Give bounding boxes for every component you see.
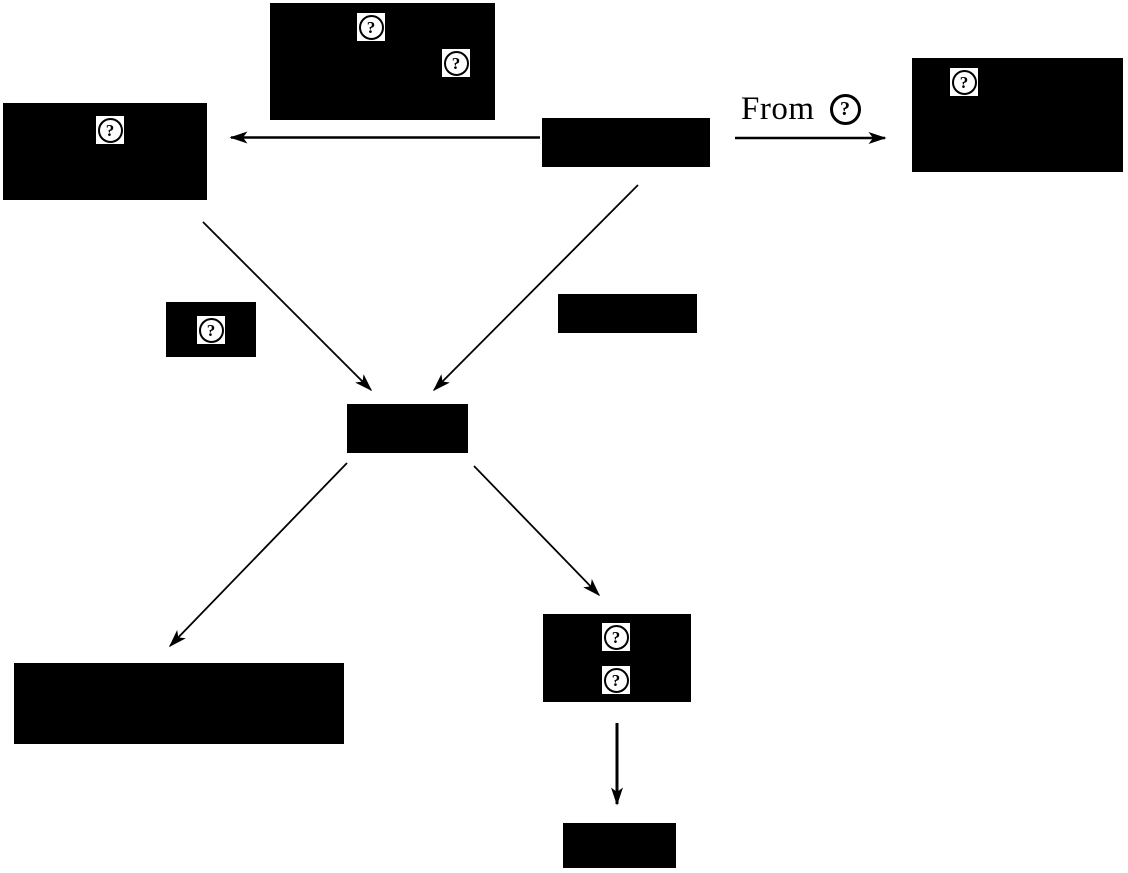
node-source-redacted <box>542 118 710 167</box>
node-hub-redacted <box>347 404 468 453</box>
question-glyph: ? <box>198 317 224 343</box>
arrow-hub-to-bottom-left-box <box>168 462 348 648</box>
unknown-char-icon: ? <box>357 13 385 41</box>
unknown-char-icon: ? <box>197 316 225 344</box>
arrow-hub-to-bottom-center-box <box>473 465 601 597</box>
edge-label-from: From ? <box>741 93 861 126</box>
node-bottom-left-redacted <box>14 663 344 744</box>
unknown-char-icon: ? <box>602 623 630 651</box>
question-glyph: ? <box>951 69 977 95</box>
unknown-char-icon: ? <box>442 49 470 77</box>
arrow-left-box-to-hub <box>202 221 373 392</box>
question-glyph: ? <box>443 50 469 76</box>
node-mid-label-redacted <box>558 294 697 333</box>
question-glyph: ? <box>358 14 384 40</box>
node-bottom-redacted <box>563 823 676 868</box>
node-bottom-center-redacted: ? ? <box>543 614 691 702</box>
question-circle-icon: ? <box>829 94 861 125</box>
node-small-left-label-redacted: ? <box>166 302 256 357</box>
question-glyph: ? <box>97 117 123 143</box>
unknown-char-icon: ? <box>602 666 630 694</box>
unknown-char-icon: ? <box>96 116 124 144</box>
unknown-char-icon: ? <box>950 68 978 96</box>
edge-label-text: From <box>741 91 815 127</box>
arrow-source-to-hub <box>432 184 639 392</box>
node-left-redacted: ? <box>3 103 207 200</box>
question-glyph: ? <box>603 667 629 693</box>
node-top-center-redacted: ? ? <box>270 3 495 120</box>
question-glyph: ? <box>603 624 629 650</box>
node-right-redacted: ? <box>912 58 1123 172</box>
